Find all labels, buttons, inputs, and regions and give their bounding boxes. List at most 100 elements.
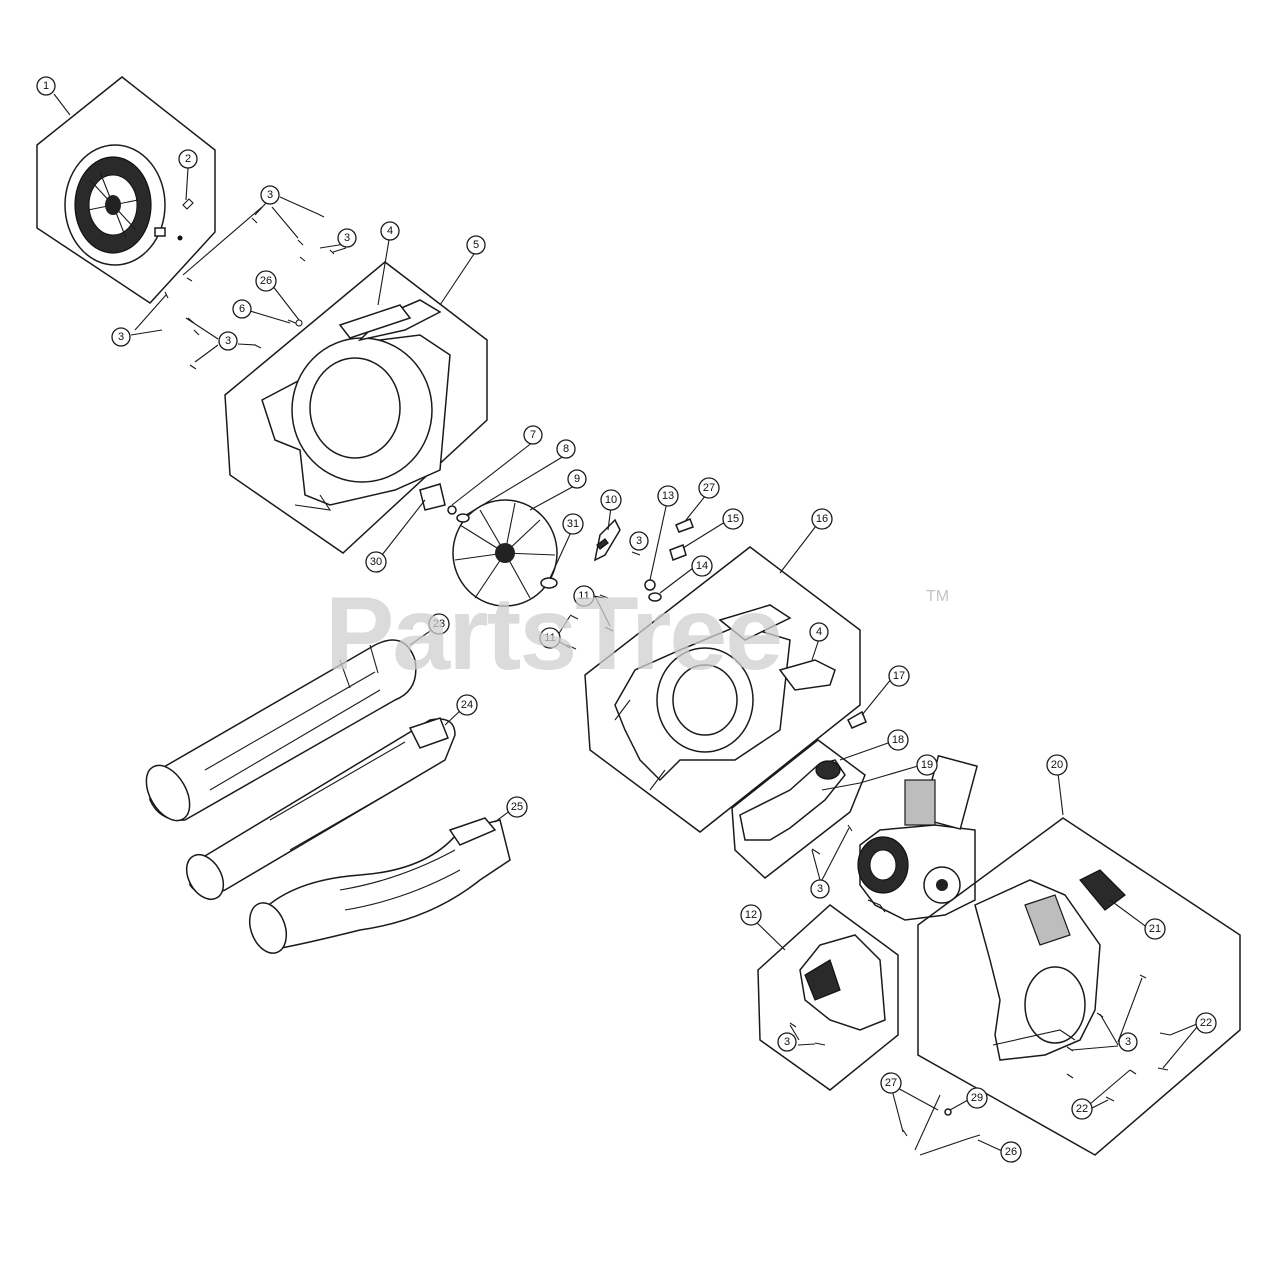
svg-text:31: 31 <box>567 518 579 530</box>
svg-text:3: 3 <box>267 189 273 201</box>
rear-housing-group <box>917 817 1241 1156</box>
callout-24: 24 <box>456 694 478 716</box>
callout-16: 16 <box>811 508 833 530</box>
svg-text:11: 11 <box>578 590 589 602</box>
callout-6: 6 <box>232 299 252 319</box>
callout-1: 1 <box>36 76 56 96</box>
blower-tube-upper-part <box>145 639 417 822</box>
svg-text:26: 26 <box>260 275 272 287</box>
svg-text:22: 22 <box>1076 1103 1088 1115</box>
callout-22: 22 <box>1071 1098 1093 1120</box>
air-filter-group <box>731 739 866 879</box>
air-filter-frame <box>731 739 866 879</box>
spring-pin-part <box>182 198 194 210</box>
callout-26: 26 <box>255 270 277 292</box>
callout-11: 11 <box>573 585 595 607</box>
callout-30: 30 <box>365 551 387 573</box>
callout-4: 4 <box>380 221 400 241</box>
callout-8: 8 <box>556 439 576 459</box>
callout-27: 27 <box>698 477 720 499</box>
callout-31: 31 <box>562 513 584 535</box>
scroll-housing-frame <box>584 546 861 833</box>
scroll-housing-part <box>614 604 792 791</box>
shroud-part <box>799 934 886 1031</box>
svg-text:13: 13 <box>662 490 674 502</box>
svg-text:16: 16 <box>816 513 828 525</box>
svg-text:4: 4 <box>387 225 393 237</box>
svg-text:17: 17 <box>893 670 905 682</box>
clip-part <box>847 710 867 729</box>
pawl-part <box>154 227 166 237</box>
callout-25: 25 <box>506 796 528 818</box>
svg-text:3: 3 <box>225 335 231 347</box>
scroll-housing-group <box>584 546 861 833</box>
blower-nozzle-part <box>248 817 511 954</box>
svg-text:14: 14 <box>696 560 708 572</box>
callout-7: 7 <box>523 425 543 445</box>
svg-text:3: 3 <box>636 535 642 547</box>
callout-labels: 1 2 3 3 3 3 3 3 3 3 4 4 5 6 7 8 9 10 11 … <box>36 76 1217 1163</box>
svg-text:20: 20 <box>1051 759 1063 771</box>
callout-9: 9 <box>567 469 587 489</box>
svg-text:6: 6 <box>239 303 245 315</box>
svg-text:3: 3 <box>1125 1036 1131 1048</box>
callout-10: 10 <box>600 489 622 511</box>
callout-3: 3 <box>777 1032 797 1052</box>
washer-31-part <box>540 577 558 589</box>
callout-3: 3 <box>218 331 238 351</box>
fan-housing-group <box>224 261 488 554</box>
callout-13: 13 <box>657 485 679 507</box>
starter-assembly-group <box>36 76 216 304</box>
shroud-frame <box>757 904 899 1091</box>
engine-part <box>811 754 979 921</box>
svg-text:3: 3 <box>344 232 350 244</box>
callout-11: 11 <box>539 627 561 649</box>
svg-text:26: 26 <box>1005 1146 1017 1158</box>
svg-text:10: 10 <box>605 494 617 506</box>
shroud-group <box>757 904 899 1091</box>
callout-12: 12 <box>740 904 762 926</box>
svg-text:7: 7 <box>530 429 536 441</box>
svg-text:3: 3 <box>118 331 124 343</box>
svg-text:3: 3 <box>784 1036 790 1048</box>
svg-text:19: 19 <box>921 759 933 771</box>
callout-27: 27 <box>880 1072 902 1094</box>
callout-3: 3 <box>1118 1032 1138 1052</box>
callout-29: 29 <box>966 1087 988 1109</box>
callout-22: 22 <box>1195 1012 1217 1034</box>
shaft-bushing-part <box>419 483 446 511</box>
washer-part <box>456 513 470 523</box>
callout-14: 14 <box>691 555 713 577</box>
trim-strip-lower-part <box>778 659 836 691</box>
linkage-parts <box>902 1094 981 1156</box>
callout-3: 3 <box>810 879 830 899</box>
svg-text:15: 15 <box>727 513 739 525</box>
fan-housing-part <box>261 299 451 511</box>
svg-text:29: 29 <box>971 1092 983 1104</box>
callout-15: 15 <box>722 508 744 530</box>
callout-5: 5 <box>466 235 486 255</box>
callout-3: 3 <box>111 327 131 347</box>
svg-text:3: 3 <box>817 883 823 895</box>
trim-strip-part <box>338 304 412 339</box>
callout-23: 23 <box>428 613 450 635</box>
svg-text:4: 4 <box>816 626 822 638</box>
throttle-small-parts <box>566 518 694 650</box>
screw-set-upper <box>164 213 335 370</box>
starter-frame <box>36 76 216 304</box>
svg-text:5: 5 <box>473 239 479 251</box>
svg-text:2: 2 <box>185 153 191 165</box>
svg-text:11: 11 <box>544 632 555 644</box>
svg-text:24: 24 <box>461 699 473 711</box>
blower-tube-middle-part <box>185 717 456 901</box>
callout-20: 20 <box>1046 754 1068 776</box>
vent-cover-part <box>1079 869 1126 911</box>
callout-3: 3 <box>629 531 649 551</box>
svg-text:18: 18 <box>892 734 904 746</box>
callout-3: 3 <box>337 228 357 248</box>
rear-housing-part <box>974 879 1101 1061</box>
callout-18: 18 <box>887 729 909 751</box>
recoil-starter-part <box>64 144 166 266</box>
impeller-fan-part <box>452 499 558 607</box>
leader-lines <box>53 93 1198 1152</box>
